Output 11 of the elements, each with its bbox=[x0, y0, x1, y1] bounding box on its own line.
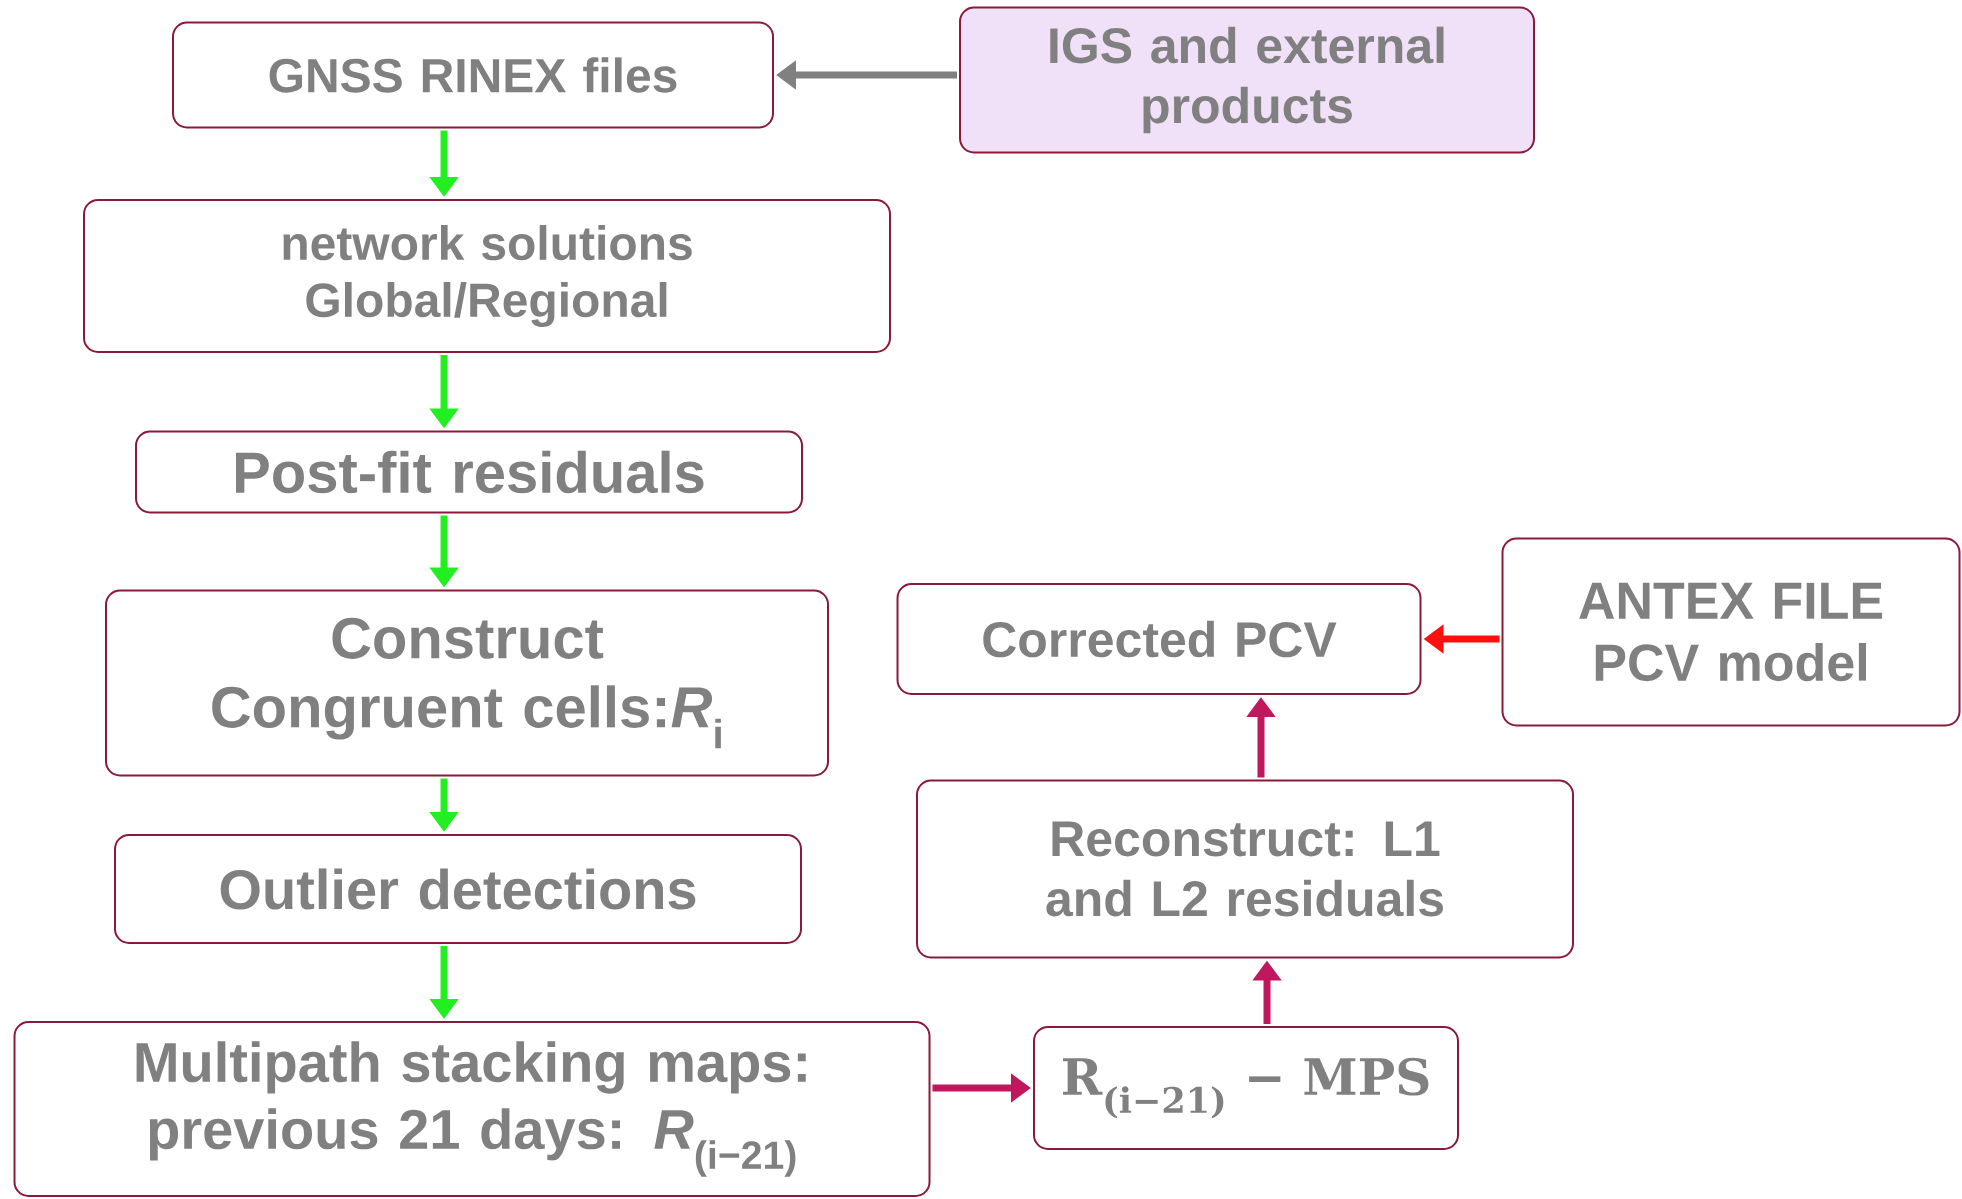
process-box: IGS and external products bbox=[959, 6, 1535, 154]
process-box: Post-fit residuals bbox=[135, 430, 803, 514]
process-box: ANTEX FILE PCV model bbox=[1501, 537, 1961, 727]
process-box: Multipath stacking maps: previous 21 days: R$_{(i−21)}$ bbox=[13, 1021, 931, 1197]
process-box: network solutions Global/Regional bbox=[83, 199, 891, 353]
process-box: R$_{(i−21)}$ − MPS bbox=[1033, 1026, 1459, 1150]
process-box: Construct Congruent cells:R$_{i}$ bbox=[105, 589, 829, 777]
process-box: Corrected PCV bbox=[896, 583, 1422, 695]
process-box: GNSS RINEX files bbox=[172, 21, 774, 129]
process-box: Outlier detections bbox=[114, 834, 802, 944]
process-box: Reconstruct: L1 and L2 residuals bbox=[916, 779, 1574, 959]
